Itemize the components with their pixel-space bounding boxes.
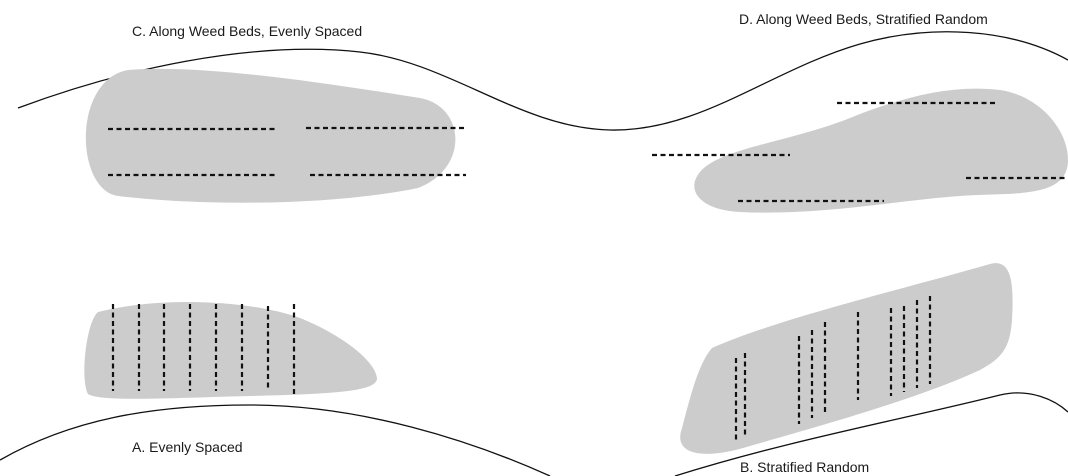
lower-shoreline xyxy=(0,404,551,476)
label-b: B. Stratified Random xyxy=(740,459,869,475)
weed-bed-a xyxy=(84,301,378,399)
label-a: A. Evenly Spaced xyxy=(132,439,243,455)
lower-right-shoreline xyxy=(674,392,1068,476)
transects-b xyxy=(734,296,932,443)
transects-a xyxy=(111,304,296,394)
transects-c xyxy=(108,126,466,177)
label-c: C. Along Weed Beds, Evenly Spaced xyxy=(132,23,362,39)
weed-bed-c xyxy=(85,68,456,203)
transects-d xyxy=(652,101,1068,203)
label-d: D. Along Weed Beds, Stratified Random xyxy=(739,11,988,27)
weed-bed-b xyxy=(680,263,1013,454)
weed-bed-d xyxy=(694,88,1068,213)
upper-shoreline xyxy=(17,31,1068,131)
